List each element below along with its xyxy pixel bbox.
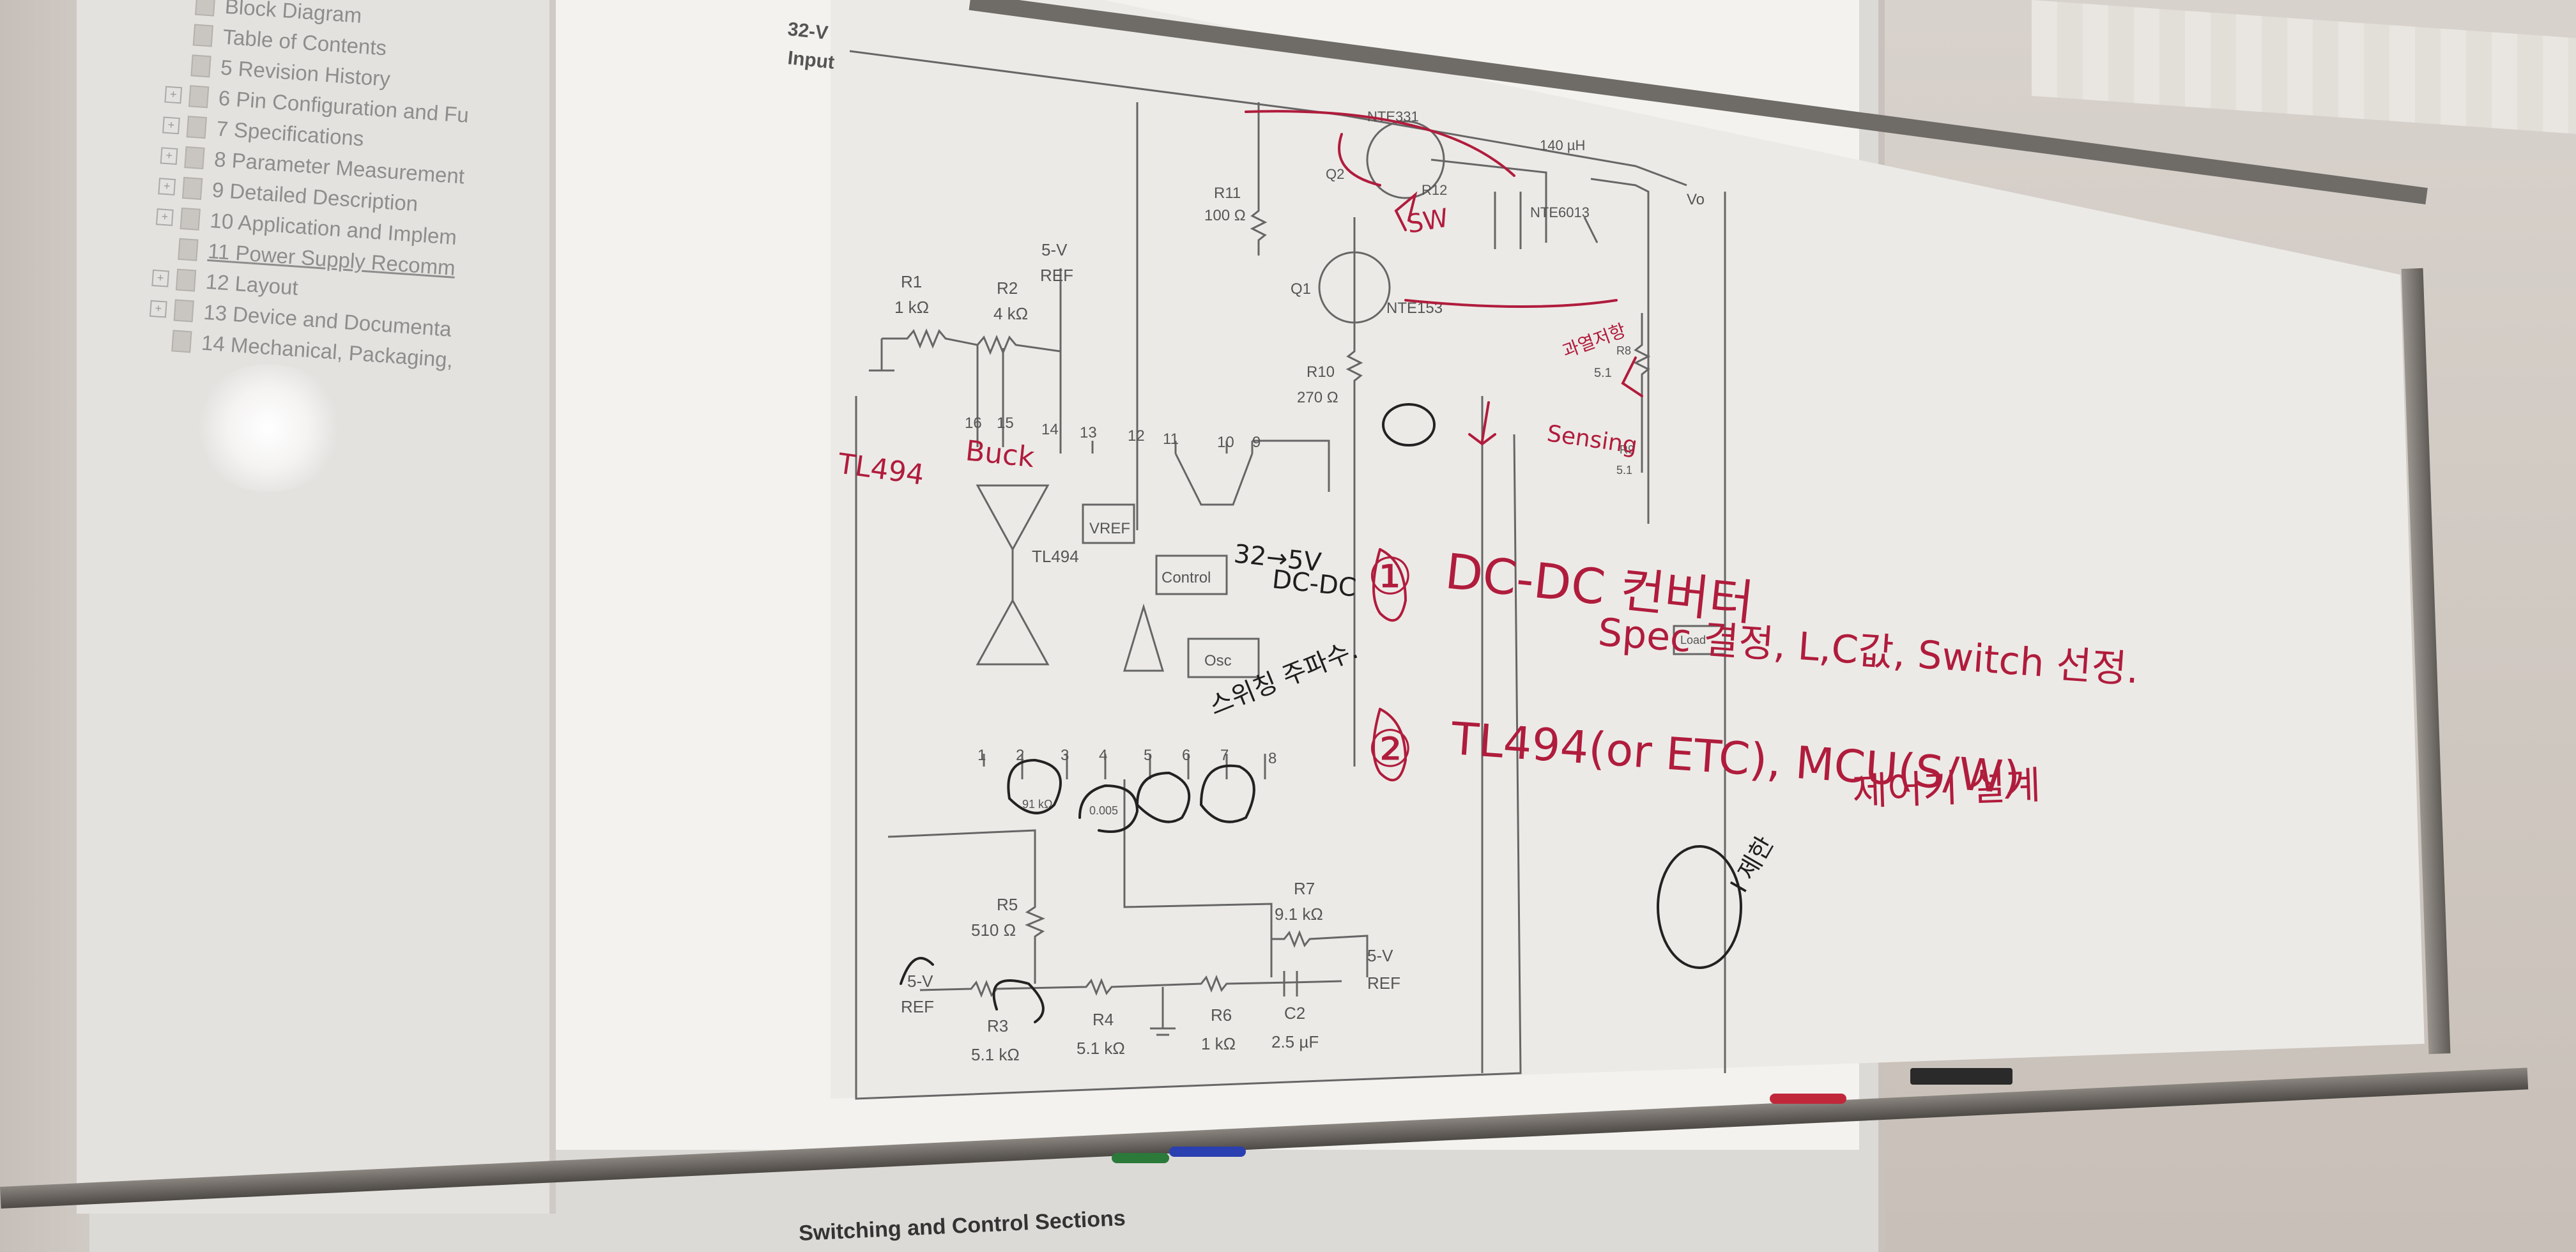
pin-11: 11 (1163, 431, 1179, 448)
ref-out-2: REF (1367, 973, 1400, 993)
whiteboard-marker-tray (0, 1067, 2529, 1209)
schematic-labels: 32-V Input NTE331 140 µH Q2 R12 NTE6013 … (786, 19, 1706, 1064)
r3-label: R3 (987, 1016, 1008, 1035)
r2-label: R2 (997, 279, 1018, 298)
pin-16: 16 (965, 415, 982, 432)
load-label: Load (1680, 634, 1706, 646)
hand-buck: Buck (964, 434, 1036, 474)
vo-label: Vo (1687, 191, 1705, 208)
r8-label: R8 (1616, 344, 1631, 357)
ref-out: 5-V (1367, 946, 1393, 965)
pin-13: 13 (1080, 424, 1097, 441)
control-block: Control (1162, 569, 1211, 586)
left-ref: 5-V (907, 972, 933, 991)
pin-2: 2 (1016, 747, 1024, 764)
ct-value: 0.005 (1089, 804, 1118, 817)
hand-sw: SW (1405, 203, 1451, 240)
whiteboard-right-rail (2401, 268, 2451, 1055)
q1-label: Q1 (1291, 280, 1311, 298)
pin-3: 3 (1061, 747, 1069, 764)
ic-name: TL494 (1032, 547, 1079, 566)
l1-value: 140 µH (1540, 137, 1585, 153)
r4-value: 5.1 kΩ (1077, 1039, 1125, 1058)
buck-converter-schematic (849, 50, 1726, 1100)
marker-green (1112, 1153, 1169, 1163)
eraser (1910, 1068, 2012, 1085)
r8-value: 5.1 (1594, 366, 1612, 380)
r9-value: 5.1 (1616, 464, 1632, 477)
c2-label: C2 (1284, 1004, 1305, 1023)
rt-value: 91 kΩ (1022, 798, 1052, 811)
pin-10: 10 (1217, 434, 1234, 451)
pin-14: 14 (1041, 421, 1059, 438)
pin-6: 6 (1182, 747, 1190, 764)
r11-label: R11 (1214, 185, 1241, 202)
ref-5v-2: REF (1040, 266, 1073, 285)
ref-5v: 5-V (1041, 240, 1068, 259)
r1-label: R1 (901, 272, 922, 291)
r3-value: 5.1 kΩ (971, 1045, 1020, 1064)
r10-label: R10 (1307, 363, 1335, 381)
r10-value: 270 Ω (1297, 389, 1338, 406)
projector-glare (192, 364, 345, 492)
r12-label: R12 (1422, 182, 1447, 198)
pin-15: 15 (997, 415, 1014, 432)
r2-value: 4 kΩ (993, 304, 1028, 323)
r5-label: R5 (997, 895, 1018, 914)
pin-5: 5 (1144, 747, 1152, 764)
r9-label: R9 (1620, 443, 1634, 456)
r5-value: 510 Ω (971, 920, 1016, 940)
left-ref-2: REF (901, 997, 934, 1016)
r6-value: 1 kΩ (1201, 1034, 1236, 1053)
r7-label: R7 (1294, 879, 1315, 898)
r4-label: R4 (1092, 1010, 1114, 1029)
pdf-bookmarks-sidebar (77, 0, 556, 1214)
d1-part: NTE6013 (1530, 204, 1590, 220)
pin-9: 9 (1252, 434, 1261, 451)
whiteboard-top-rail (969, 0, 2428, 204)
q2-label: Q2 (1326, 166, 1344, 182)
pin-8: 8 (1268, 750, 1276, 767)
page-caption: Switching and Control Sections (798, 1205, 1126, 1246)
item2-subtitle: 제어기 설계 (1851, 763, 2041, 814)
pin-7: 7 (1220, 747, 1229, 764)
r7-value: 9.1 kΩ (1275, 905, 1323, 924)
pin-12: 12 (1128, 427, 1145, 445)
osc-block: Osc (1204, 652, 1232, 669)
item1-number: ① (1367, 547, 1413, 606)
item2-number: ② (1367, 719, 1413, 779)
r1-value: 1 kΩ (894, 298, 929, 317)
input-label-2: Input (786, 47, 835, 73)
r6-label: R6 (1211, 1005, 1232, 1025)
marker-blue (1169, 1147, 1246, 1157)
c2-value: 2.5 µF (1271, 1032, 1319, 1051)
vref-block: VREF (1089, 520, 1130, 537)
input-label: 32-V (786, 19, 829, 43)
pin-1: 1 (977, 747, 986, 764)
pin-4: 4 (1099, 747, 1107, 764)
marker-red (1770, 1094, 1846, 1104)
r11-value: 100 Ω (1204, 207, 1246, 224)
